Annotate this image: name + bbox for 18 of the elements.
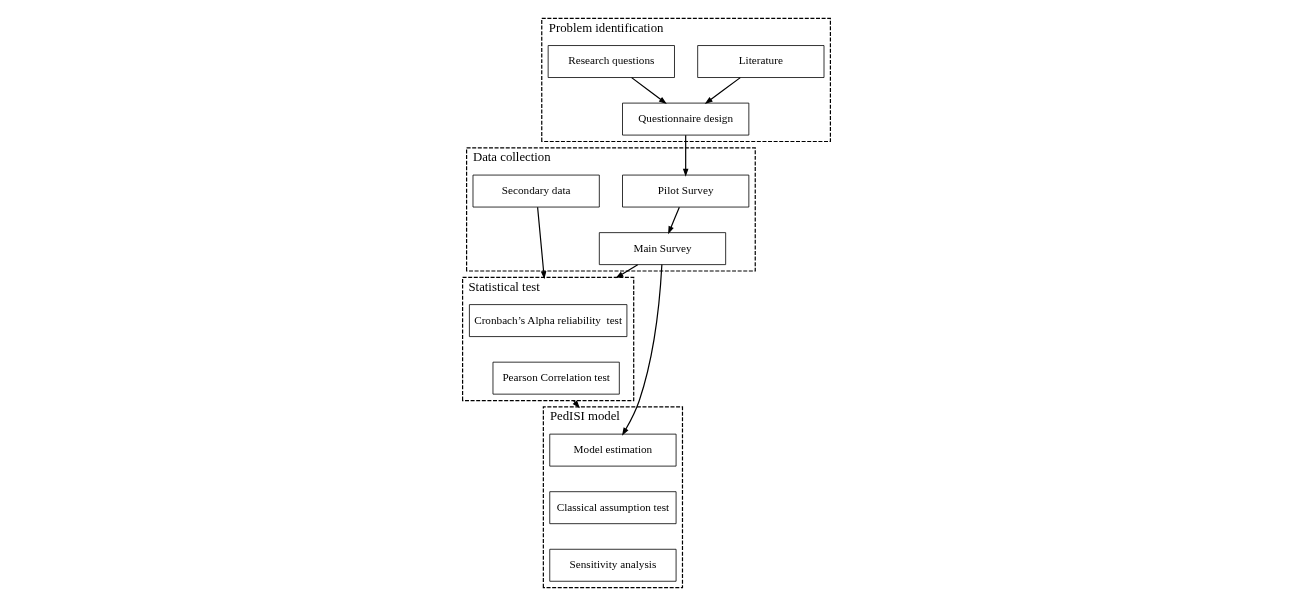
arrow xyxy=(631,77,667,105)
node-box: Pearson Correlation test xyxy=(492,361,620,395)
node-box: Classical assumption test xyxy=(549,491,677,525)
arrow xyxy=(537,206,547,280)
node-box: Secondary data xyxy=(472,174,600,208)
node-box: Questionnaire design xyxy=(622,102,750,136)
node-box: Research questions xyxy=(547,45,675,78)
node-box: Model estimation xyxy=(549,433,677,467)
node-box: Literature xyxy=(697,45,825,78)
node-box: Sensitivity analysis xyxy=(549,548,677,582)
arrow xyxy=(668,206,680,235)
arrow xyxy=(615,264,639,279)
node-box: Cronbach’s Alpha reliability test xyxy=(469,304,628,337)
arrow xyxy=(682,134,689,177)
arrow xyxy=(621,264,663,436)
node-box: Main Survey xyxy=(598,232,727,265)
node-box: Pilot Survey xyxy=(622,174,750,208)
arrow xyxy=(704,77,741,105)
